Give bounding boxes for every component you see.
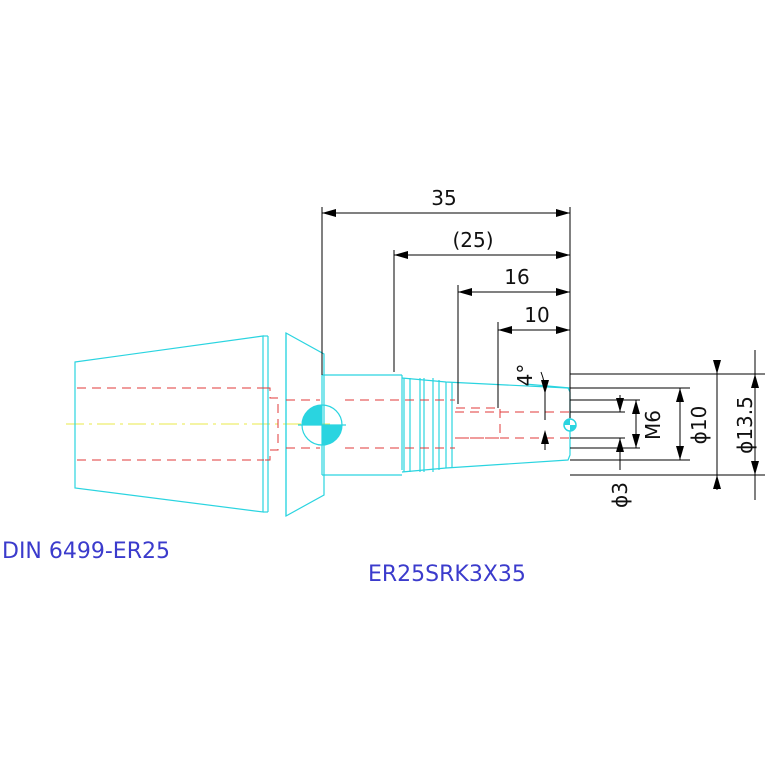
top-extension-lines <box>321 207 571 418</box>
dimension-16-text: 16 <box>504 265 529 289</box>
dimension-dia-13-5: ϕ13.5 <box>713 350 759 500</box>
dimension-dia-3: ϕ3 <box>608 395 632 508</box>
angle-dimension: 4° <box>513 364 549 450</box>
dimension-dia-10: ϕ10 <box>676 388 711 460</box>
dimension-m6: M6 <box>632 400 665 448</box>
dimension-10: 10 <box>498 303 570 334</box>
dimension-35: 35 <box>322 186 570 217</box>
dimension-35-text: 35 <box>431 186 456 210</box>
m6-text: M6 <box>641 410 665 440</box>
shank-hidden-lines <box>345 399 570 449</box>
dimension-25-text: (25) <box>452 228 493 252</box>
collet-label: DIN 6499-ER25 <box>2 539 170 564</box>
dia-10-text: ϕ10 <box>687 406 711 445</box>
right-extension-lines <box>570 373 765 476</box>
collet-hidden-lines <box>77 387 320 461</box>
dimension-10-text: 10 <box>524 303 549 327</box>
tip-center-marker <box>563 418 577 432</box>
dimension-25: (25) <box>394 228 570 259</box>
part-label: ER25SRK3X35 <box>368 562 526 587</box>
dia-13-5-text: ϕ13.5 <box>733 396 757 454</box>
shank-outline <box>321 374 571 476</box>
dimension-16: 16 <box>458 265 570 296</box>
dia-3-text: ϕ3 <box>608 482 632 508</box>
angle-text: 4° <box>513 364 537 387</box>
collet-outline <box>74 331 325 518</box>
